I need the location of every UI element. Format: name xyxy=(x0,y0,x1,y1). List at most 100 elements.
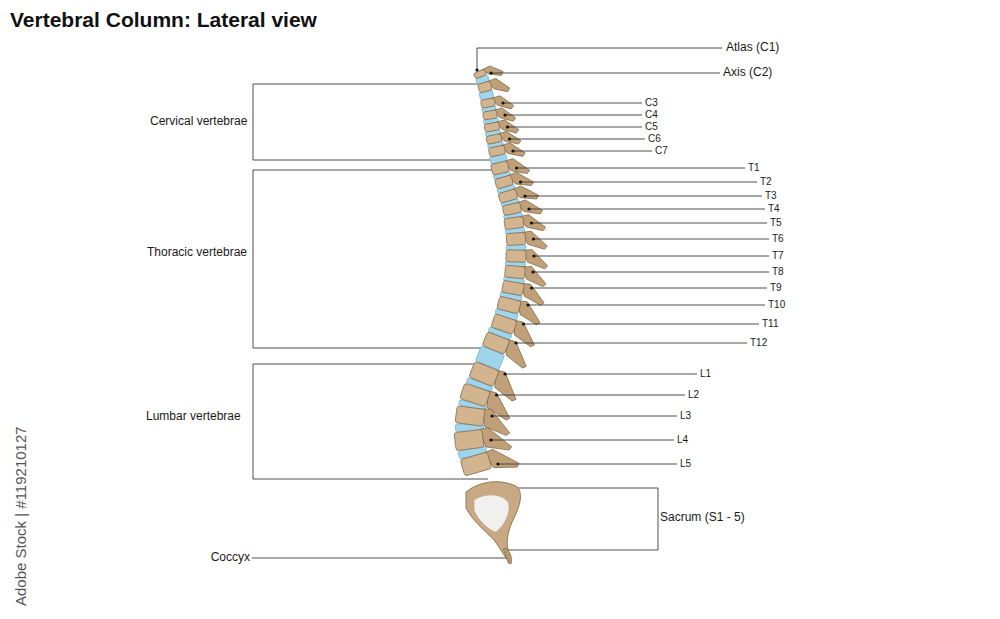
vertebra-label: C6 xyxy=(648,134,661,144)
vertebra-label: T12 xyxy=(750,338,767,348)
leader-line xyxy=(529,209,765,210)
vertebra-label: T11 xyxy=(762,319,779,329)
vertebra-label: T3 xyxy=(765,191,777,201)
leader-line xyxy=(528,305,765,306)
spine-illustration xyxy=(454,62,548,564)
leader-dot xyxy=(531,270,534,273)
vertebra-label: T1 xyxy=(748,163,760,173)
region-bracket xyxy=(253,84,490,160)
leader-dot xyxy=(475,68,478,71)
leader-line xyxy=(510,139,646,140)
leader-dot xyxy=(519,180,522,183)
vertebra-label: T5 xyxy=(770,218,782,228)
leader-dot xyxy=(490,414,493,417)
leader-line xyxy=(505,115,642,116)
region-label: Cervical vertebrae xyxy=(150,115,247,127)
vertebra-label: T7 xyxy=(772,251,784,261)
vertebral-body xyxy=(455,406,485,427)
vertebral-body xyxy=(504,265,525,279)
region-label: Sacrum (S1 - 5) xyxy=(660,511,745,523)
vertebral-body xyxy=(469,361,499,386)
vertebra-label: L3 xyxy=(680,411,691,421)
leader-line xyxy=(532,288,768,289)
vertebral-body xyxy=(497,296,521,314)
vertebra-label: C3 xyxy=(645,98,658,108)
vertebra xyxy=(477,75,510,98)
leader-line xyxy=(508,127,643,128)
leader-line xyxy=(497,395,686,396)
leader-dot xyxy=(514,341,517,344)
leader-dot xyxy=(526,303,529,306)
leader-line xyxy=(503,103,642,104)
leader-line xyxy=(516,343,747,344)
leader-line xyxy=(491,73,720,74)
vertebra xyxy=(454,425,512,457)
vertebral-body xyxy=(486,134,502,145)
leader-line xyxy=(533,272,769,273)
vertebral-body xyxy=(484,122,500,132)
vertebral-body xyxy=(478,81,493,93)
vertebral-body xyxy=(488,145,505,157)
leader-line xyxy=(477,48,722,70)
coccyx-bone xyxy=(503,548,512,564)
leader-line xyxy=(505,374,697,375)
leader-line xyxy=(513,151,652,152)
watermark: Adobe Stock | #119210127 xyxy=(13,426,28,606)
sacrum-bone xyxy=(466,482,520,563)
sacrum-surface xyxy=(474,495,509,532)
vertebra-label: T2 xyxy=(760,177,772,187)
leader-line xyxy=(498,464,677,465)
region-label: Coccyx xyxy=(211,551,250,563)
spinous-process xyxy=(523,249,549,269)
leader-dot xyxy=(530,221,533,224)
region-bracket xyxy=(253,170,492,348)
vertebra-label: C4 xyxy=(645,110,658,120)
vertebra-label: L2 xyxy=(688,390,699,400)
leader-line xyxy=(534,256,769,257)
leader-dot xyxy=(522,322,525,325)
vertebral-body xyxy=(506,232,526,245)
spinous-process xyxy=(479,425,512,454)
vertebra-label: L5 xyxy=(680,459,691,469)
leader-line xyxy=(534,239,770,240)
vertebra-label: T10 xyxy=(768,300,785,310)
vertebral-body xyxy=(498,189,518,204)
vertebral-body xyxy=(482,110,497,120)
leader-dot xyxy=(511,149,514,152)
region-bracket xyxy=(253,364,488,479)
leader-dot xyxy=(515,166,518,169)
leader-line xyxy=(521,182,758,183)
leader-dot xyxy=(527,207,530,210)
leader-dot xyxy=(532,237,535,240)
vertebral-body xyxy=(494,175,513,189)
leader-dot xyxy=(503,113,506,116)
leader-line xyxy=(532,223,768,224)
vertebra-label: L4 xyxy=(677,435,688,445)
vertebral-body xyxy=(480,98,495,108)
vertebral-body xyxy=(460,383,491,407)
leader-line xyxy=(492,416,677,417)
vertebra xyxy=(460,443,520,482)
vertebral-body xyxy=(506,250,526,263)
leader-line xyxy=(491,440,674,441)
vertebra-label: Atlas (C1) xyxy=(726,41,779,53)
vertebra xyxy=(506,230,547,251)
vertebra-label: T6 xyxy=(772,234,784,244)
vertebra-label: Axis (C2) xyxy=(723,66,772,78)
leader-dot xyxy=(489,438,492,441)
region-label: Thoracic vertebrae xyxy=(147,246,247,258)
leader-line xyxy=(525,196,762,197)
leader-line xyxy=(252,558,508,559)
vertebra-label: L1 xyxy=(700,369,711,379)
vertebra-label: T8 xyxy=(772,267,784,277)
vertebral-body xyxy=(502,280,525,296)
leader-dot xyxy=(532,254,535,257)
vertebral-body xyxy=(491,314,517,335)
vertebra xyxy=(488,140,526,163)
leader-dot xyxy=(503,372,506,375)
leader-dot xyxy=(501,101,504,104)
vertebra-label: C7 xyxy=(655,146,668,156)
leader-dot xyxy=(496,462,499,465)
diagram-title: Vertebral Column: Lateral view xyxy=(10,9,317,30)
